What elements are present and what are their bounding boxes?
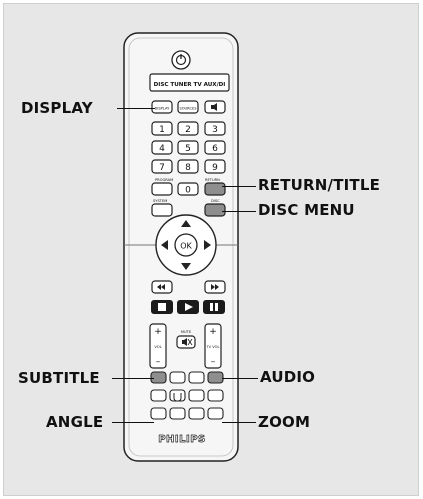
callout-zoom: ZOOM (258, 413, 311, 431)
number-key-1: 1 (151, 121, 173, 136)
number-key-9: 9 (204, 159, 226, 174)
callout-display: DISPLAY (21, 99, 93, 117)
svg-text:TV VOL: TV VOL (205, 345, 219, 349)
svg-text:1: 1 (159, 125, 165, 135)
svg-text:MUTE: MUTE (181, 330, 192, 334)
svg-text:8: 8 (185, 163, 191, 173)
svg-text:PROGRAM: PROGRAM (155, 178, 173, 182)
callout-subtitle: SUBTITLE (18, 369, 100, 387)
function-button-r2-c1 (169, 407, 186, 420)
source-bar (149, 73, 230, 92)
function-button-r1-c1 (169, 389, 186, 402)
leader-zoom (222, 422, 256, 423)
system-menu-button (151, 203, 173, 217)
leader-return-title (222, 186, 256, 187)
callout-angle: ANGLE (46, 413, 104, 431)
svg-text:+: + (154, 327, 162, 337)
function-button-r2-c2 (188, 407, 205, 420)
svg-text:SYSTEM: SYSTEM (153, 199, 167, 203)
function-button-r0-c0 (150, 371, 167, 384)
svg-text:DISC: DISC (211, 199, 220, 203)
leader-angle (112, 422, 154, 423)
svg-text:6: 6 (212, 144, 218, 154)
function-button-r1-c0 (150, 389, 167, 402)
tv-volume-rocker (204, 323, 222, 369)
function-button-r0-c3 (207, 371, 224, 384)
return-title-button (204, 182, 226, 196)
svg-text:+: + (209, 327, 217, 337)
svg-text:–: – (156, 357, 161, 367)
leader-audio (222, 378, 258, 379)
down-arrow-icon (181, 263, 191, 270)
number-key-3: 3 (204, 121, 226, 136)
number-keypad: 1 2 3 4 5 6 7 8 9 0 (151, 121, 226, 196)
svg-text:3: 3 (212, 125, 218, 135)
svg-text:0: 0 (185, 186, 191, 196)
function-button-r0-c1 (169, 371, 186, 384)
number-key-0: 0 (177, 182, 199, 196)
up-arrow-icon (181, 220, 191, 227)
svg-text:DISPLAY: DISPLAY (155, 107, 171, 111)
function-button-r0-c2 (188, 371, 205, 384)
callout-audio: AUDIO (260, 368, 316, 386)
function-button-r2-c3 (207, 407, 224, 420)
brand-logo: PHILIPS (158, 434, 206, 445)
function-button-r1-c2 (188, 389, 205, 402)
ok-label: OK (180, 242, 192, 251)
pause-button (203, 300, 225, 314)
svg-text:9: 9 (212, 163, 218, 173)
right-arrow-icon (204, 240, 211, 250)
callout-disc-menu: DISC MENU (258, 201, 355, 219)
display-button (151, 100, 173, 114)
left-arrow-icon (161, 240, 168, 250)
disc-menu-button (204, 203, 226, 217)
number-key-7: 7 (151, 159, 173, 174)
leader-display (117, 108, 155, 109)
function-button-grid (150, 371, 224, 420)
svg-text:2: 2 (185, 125, 191, 135)
power-button (171, 50, 191, 70)
volume-rocker (149, 323, 167, 369)
svg-text:SOURCES: SOURCES (179, 107, 197, 111)
svg-text:VOL: VOL (154, 345, 161, 349)
svg-text:RETURN: RETURN (205, 178, 220, 182)
function-button-r2-c0 (150, 407, 167, 420)
callout-return-title: RETURN/TITLE (258, 176, 381, 194)
program-button (151, 182, 173, 196)
number-key-5: 5 (177, 140, 199, 155)
ok-button (174, 233, 198, 257)
function-button-r1-c3 (207, 389, 224, 402)
svg-text:4: 4 (159, 144, 165, 154)
svg-text:7: 7 (159, 163, 165, 173)
source-bar-label: DISC TUNER TV AUX/DI (154, 82, 226, 88)
svg-text:–: – (211, 357, 216, 367)
leader-subtitle (112, 378, 154, 379)
number-key-4: 4 (151, 140, 173, 155)
remote-inner-outline (128, 37, 234, 457)
number-key-6: 6 (204, 140, 226, 155)
leader-disc-menu (222, 211, 256, 212)
number-key-8: 8 (177, 159, 199, 174)
svg-text:5: 5 (185, 144, 191, 154)
number-key-2: 2 (177, 121, 199, 136)
sources-button (177, 100, 199, 114)
